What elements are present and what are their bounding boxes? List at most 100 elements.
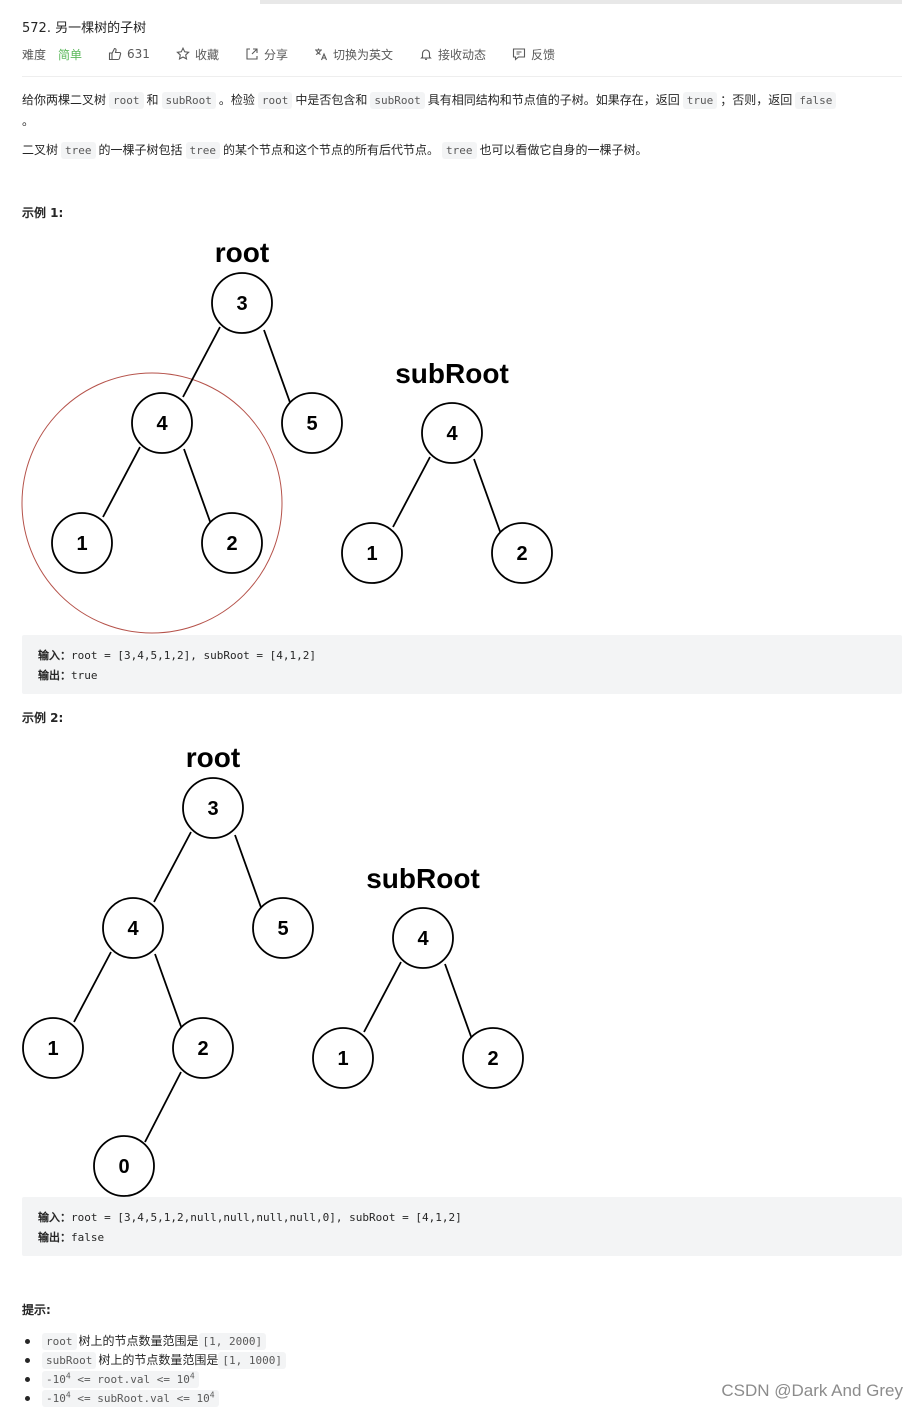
tree-edge <box>234 834 264 914</box>
tree-node-value: 3 <box>207 798 218 820</box>
tree-edge <box>182 326 221 398</box>
tree-edge <box>444 963 474 1043</box>
desc-text: 的某个节点和这个节点的所有后代节点。 <box>223 143 440 157</box>
inline-code: -104 <= subRoot.val <= 104 <box>42 1390 219 1407</box>
inline-code: false <box>795 92 837 109</box>
desc-text: 二叉树 <box>22 143 59 157</box>
tree-node <box>131 392 193 454</box>
thumbs-up-icon <box>108 47 122 61</box>
like-count: 631 <box>127 47 150 61</box>
tree-edge <box>363 961 402 1033</box>
tree-edge <box>183 448 213 528</box>
tree-node <box>51 512 113 574</box>
description-paragraph-1-end: 。 <box>22 114 35 128</box>
notify-button[interactable]: 接收动态 <box>419 46 486 63</box>
tree-node <box>491 522 553 584</box>
tree-node-value: 4 <box>446 423 458 445</box>
example-1-tree-diagram: root subRoot 3 4 5 1 2 4 1 2 <box>21 237 553 634</box>
switch-language-button[interactable]: 切换为英文 <box>314 46 393 63</box>
csdn-watermark: CSDN @Dark And Grey <box>721 1381 903 1400</box>
root-tree-edges <box>73 831 264 1143</box>
problem-title: 572. 另一棵树的子树 <box>22 21 147 36</box>
tree-node <box>462 1027 524 1089</box>
like-button[interactable]: 631 <box>108 47 150 61</box>
tree-node <box>281 392 343 454</box>
tree-node-value: 5 <box>277 918 288 940</box>
output-value: false <box>71 1231 105 1244</box>
inline-code: [1, 1000] <box>218 1352 286 1369</box>
feedback-button[interactable]: 反馈 <box>512 46 555 63</box>
example-2-io-block: 输入：root = [3,4,5,1,2,null,null,null,null… <box>22 1197 902 1256</box>
problem-meta-bar: 难度 简单 631 收藏 分享 切换为英文 接收动态 反馈 <box>22 45 581 63</box>
root-tree-title: root <box>186 742 240 773</box>
example-1-input: 输入：root = [3,4,5,1,2], subRoot = [4,1,2] <box>38 647 316 663</box>
desc-text: 给你两棵二叉树 <box>22 93 107 107</box>
difficulty-label: 难度 <box>22 47 47 62</box>
example-1-output: 输出：true <box>38 667 98 683</box>
header-divider <box>22 76 902 77</box>
desc-text: 和 <box>146 93 159 107</box>
desc-text: 具有相同结构和节点值的子树。如果存在，返回 <box>427 93 680 107</box>
subroot-tree-title: subRoot <box>395 358 509 389</box>
inline-code: subRoot <box>161 92 216 109</box>
example-2-tree-diagram: root subRoot 3 4 5 1 2 0 4 1 2 <box>22 742 524 1197</box>
collect-button[interactable]: 收藏 <box>176 46 219 63</box>
desc-text: 。检验 <box>218 93 255 107</box>
tree-node-value: 2 <box>197 1038 208 1060</box>
tip-item: -104 <= subRoot.val <= 104 <box>25 1389 288 1408</box>
tree-edge <box>73 951 112 1023</box>
top-scroll-edge <box>260 0 902 4</box>
tip-item: -104 <= root.val <= 104 <box>25 1370 288 1389</box>
tree-node-value: 4 <box>127 918 139 940</box>
subtree-highlight-circle <box>21 372 283 634</box>
tip-code-part: -10 <box>46 1373 66 1386</box>
collect-label: 收藏 <box>194 47 219 62</box>
tree-edge <box>473 458 503 538</box>
tree-edge <box>102 446 141 518</box>
translate-icon <box>314 47 328 61</box>
tree-node-value: 5 <box>306 413 317 435</box>
inline-code: true <box>682 92 718 109</box>
inline-code: root <box>109 92 144 109</box>
tree-node <box>102 897 164 959</box>
tree-edge <box>392 456 431 528</box>
example-2-label: 示例 2: <box>22 711 64 725</box>
tree-node-value: 1 <box>337 1048 348 1070</box>
inline-code: subRoot <box>370 92 425 109</box>
desc-text: ；否则，返回 <box>720 93 793 107</box>
tree-node <box>392 907 454 969</box>
tree-node <box>93 1135 155 1197</box>
bell-icon <box>419 47 433 61</box>
output-label: 输出： <box>38 669 71 682</box>
tree-edge <box>153 831 192 903</box>
input-label: 输入： <box>38 649 71 662</box>
inline-code: -104 <= root.val <= 104 <box>42 1371 199 1388</box>
tree-node-value: 2 <box>487 1048 498 1070</box>
tree-edge <box>263 329 293 409</box>
root-tree-edges <box>102 326 293 528</box>
tip-code-part: <= subRoot.val <= 10 <box>70 1392 210 1405</box>
tree-node-value: 1 <box>47 1038 58 1060</box>
switch-language-label: 切换为英文 <box>332 47 393 62</box>
share-button[interactable]: 分享 <box>245 46 288 63</box>
tree-node-value: 2 <box>516 543 527 565</box>
inline-code: root <box>257 92 293 109</box>
share-icon <box>245 47 259 61</box>
tree-node <box>211 272 273 334</box>
inline-code: tree <box>61 142 96 159</box>
tip-exponent: 4 <box>209 1390 215 1400</box>
tree-node <box>201 512 263 574</box>
tree-node-value: 1 <box>76 533 87 555</box>
share-label: 分享 <box>263 47 288 62</box>
tree-node <box>172 1017 234 1079</box>
tree-node <box>421 402 483 464</box>
star-icon <box>176 47 190 61</box>
tip-text: 树上的节点数量范围是 <box>98 1353 219 1367</box>
example-1-label: 示例 1: <box>22 206 64 220</box>
tip-text: 树上的节点数量范围是 <box>78 1334 199 1348</box>
inline-code: [1, 2000] <box>198 1333 267 1350</box>
